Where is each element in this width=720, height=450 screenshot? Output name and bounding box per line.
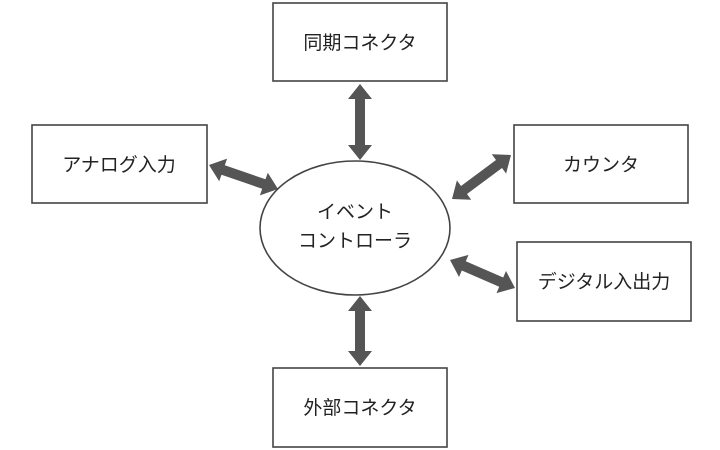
arrows: [209, 84, 515, 366]
arrow-to-sync-connector: [348, 84, 372, 160]
external-connector-label: 外部コネクタ: [303, 397, 416, 419]
arrow-to-external-connector: [348, 296, 372, 366]
arrow-to-counter: [452, 154, 511, 200]
analog-input-label: アナログ入力: [62, 154, 176, 176]
digital-io-node: デジタル入出力: [516, 241, 692, 322]
counter-label: カウンタ: [563, 154, 639, 176]
digital-io-label: デジタル入出力: [538, 271, 671, 293]
sync-connector-node: 同期コネクタ: [272, 2, 448, 82]
external-connector-node: 外部コネクタ: [272, 367, 448, 448]
sync-connector-label: 同期コネクタ: [303, 32, 416, 54]
counter-node: カウンタ: [513, 124, 689, 204]
analog-input-node: アナログ入力: [31, 124, 208, 204]
arrow-to-digital-io: [450, 254, 515, 294]
event-controller-label-line1: イベント: [317, 201, 393, 223]
arrow-to-analog-input: [209, 158, 278, 196]
event-controller-label-line2: コントローラ: [298, 230, 412, 252]
event-controller-node: イベント コントローラ: [259, 160, 451, 296]
